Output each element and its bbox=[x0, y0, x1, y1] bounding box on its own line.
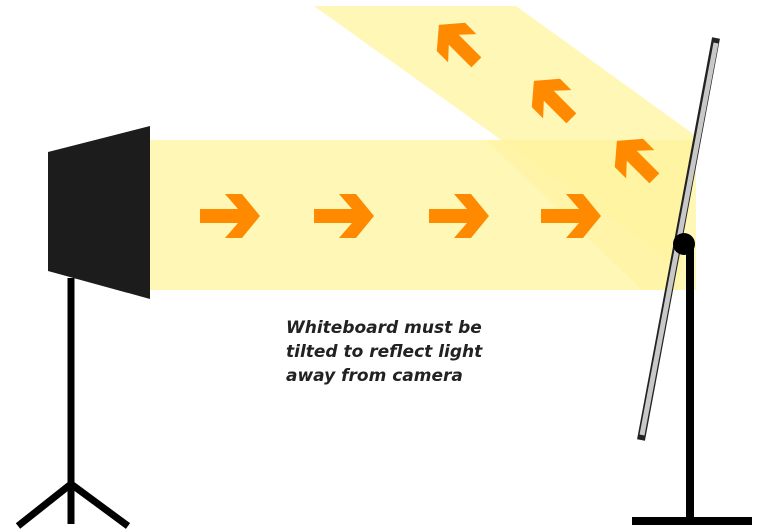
light-fixture bbox=[48, 126, 150, 299]
right-arrow-icon bbox=[200, 194, 260, 238]
pivot-knob bbox=[673, 233, 695, 255]
up-left-arrow-icon bbox=[531, 78, 577, 124]
light-stand bbox=[15, 278, 131, 529]
diagram-caption: Whiteboard must be tilted to reflect lig… bbox=[286, 316, 546, 388]
incident-arrows bbox=[200, 194, 601, 238]
up-left-arrow-icon bbox=[436, 22, 482, 68]
caption-line: tilted to reflect light bbox=[286, 342, 483, 362]
caption-line: Whiteboard must be bbox=[286, 318, 482, 338]
reflected-arrows bbox=[436, 22, 660, 184]
caption-line: away from camera bbox=[286, 366, 463, 386]
right-arrow-icon bbox=[541, 194, 601, 238]
up-left-arrow-icon bbox=[614, 138, 660, 184]
right-arrow-icon bbox=[429, 194, 489, 238]
right-arrow-icon bbox=[314, 194, 374, 238]
whiteboard-stand bbox=[632, 246, 752, 525]
